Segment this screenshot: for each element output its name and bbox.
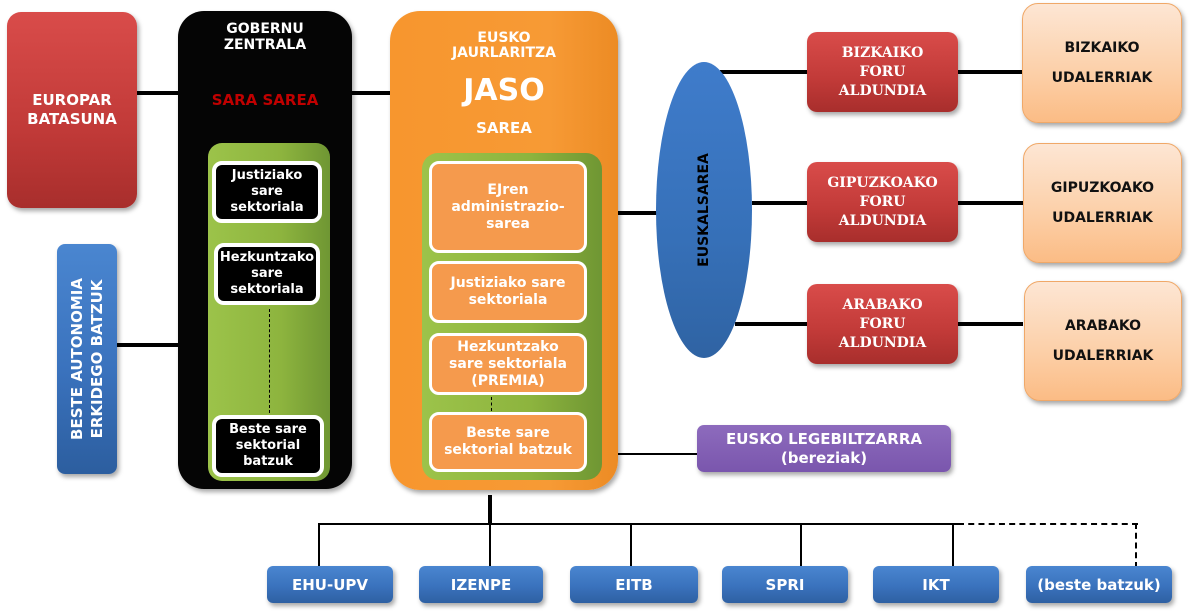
sector-line: sektoriala [230, 282, 304, 297]
foru-line: ALDUNDIA [838, 212, 927, 229]
foru-line: FORU [859, 315, 906, 332]
entity-spri[interactable]: SPRI [722, 566, 848, 603]
jaurlaritza-sector-justizia[interactable]: Justiziako sare sektoriala [429, 261, 587, 323]
udalerriak-line: UDALERRIAK [1052, 348, 1154, 364]
connector-euskalsarea-gipuzkoa [752, 201, 808, 205]
gobernu-sector-justizia[interactable]: Justiziako sare sektoriala [212, 161, 322, 223]
europar-batasuna-box[interactable]: EUROPAR BATASUNA [7, 12, 137, 208]
sector-line: sare [251, 266, 283, 281]
jaurlaritza-sector-hezkuntza[interactable]: Hezkuntzako sare sektoriala (PREMIA) [429, 333, 587, 395]
gobernu-sector-hezkuntza[interactable]: Hezkuntzako sare sektoriala [214, 243, 320, 305]
foru-line: FORU [859, 63, 906, 80]
foru-line: GIPUZKOAKO [827, 174, 938, 191]
connector-bottom-bus [318, 523, 958, 525]
entity-izenpe[interactable]: IZENPE [419, 566, 543, 603]
sector-line: sarea [486, 215, 530, 232]
connector-euskalsarea-araba [735, 322, 808, 326]
sector-line: sektorial batzuk [444, 442, 572, 458]
arabako-foru-aldundia-box[interactable]: ARABAKO FORU ALDUNDIA [807, 284, 958, 364]
connector-bottom-bus-dashed [958, 523, 1138, 525]
europar-label-line2: BATASUNA [27, 110, 117, 128]
sector-line: sare sektoriala [449, 355, 567, 372]
connector-bizkaia-udalerriak [957, 70, 1023, 74]
udalerriak-line: ARABAKO [1064, 318, 1142, 334]
gobernu-sector-dashed-connector [269, 309, 270, 413]
connector-jaurlaritza-euskalsarea [617, 211, 657, 215]
connector-drop-izenpe [489, 523, 491, 568]
entity-beste-batzuk[interactable]: (beste batzuk) [1026, 566, 1172, 603]
jaurlaritza-title-line2: JAURLARITZA [451, 45, 557, 61]
gobernu-sector-beste[interactable]: Beste sare sektorial batzuk [212, 415, 324, 477]
euskalsarea-ellipse[interactable]: EUSKALSAREA [656, 62, 752, 358]
sector-line: Hezkuntzako [457, 338, 559, 355]
entity-eitb[interactable]: EITB [570, 566, 698, 603]
beste-autonomia-line1: BESTE AUTONOMIA [68, 278, 87, 440]
sector-line: sektoriala [230, 200, 304, 215]
legebiltzarra-line2: (bereziak) [780, 448, 868, 467]
sector-line: administrazio- [451, 198, 565, 215]
eusko-jaurlaritza-box[interactable]: EUSKO JAURLARITZA JASO SAREA EJren admin… [390, 11, 618, 490]
udalerriak-line: UDALERRIAK [1052, 210, 1153, 226]
foru-line: BIZKAIKO [841, 44, 924, 61]
sector-line: Hezkuntzako [219, 250, 315, 265]
gobernu-zentrala-box[interactable]: GOBERNU ZENTRALA SARA SAREA Justiziako s… [178, 11, 352, 489]
sector-line: Justiziako [231, 168, 303, 183]
jaurlaritza-sector-dashed-connector [491, 397, 492, 411]
jaurlaritza-title-line1: EUSKO [477, 30, 531, 46]
sector-line: Justiziako sare [450, 275, 566, 291]
sector-line: Beste sare [466, 425, 550, 441]
gobernu-title-line2: ZENTRALA [223, 37, 307, 53]
connector-europar-gobernu [136, 91, 180, 95]
connector-beste-gobernu [117, 343, 180, 347]
sector-line: sektoriala [468, 292, 548, 308]
gipuzkoako-foru-aldundia-box[interactable]: GIPUZKOAKO FORU ALDUNDIA [807, 162, 958, 242]
connector-jaurlaritza-legebiltzarra [617, 453, 697, 455]
sector-line: (PREMIA) [471, 372, 545, 389]
europar-label-line1: EUROPAR [32, 91, 112, 109]
connector-araba-udalerriak [957, 322, 1023, 326]
sector-line: batzuk [243, 454, 293, 469]
connector-drop-spri [800, 523, 802, 568]
foru-line: FORU [859, 193, 906, 210]
sara-sarea-label: SARA SAREA [211, 91, 319, 109]
gobernu-title-line1: GOBERNU [226, 21, 304, 37]
jaurlaritza-sector-ej-admin[interactable]: EJren administrazio- sarea [429, 161, 587, 253]
jaso-label: JASO [463, 73, 545, 108]
udalerriak-line: GIPUZKOAKO [1050, 180, 1155, 196]
sector-line: sare [251, 184, 283, 199]
connector-drop-ikt [952, 523, 954, 568]
gipuzkoako-udalerriak-box[interactable]: GIPUZKOAKO UDALERRIAK [1023, 143, 1182, 263]
euskalsarea-label: EUSKALSAREA [696, 153, 712, 267]
connector-drop-eitb [630, 523, 632, 568]
connector-gobernu-jaurlaritza [350, 91, 392, 95]
entity-ikt[interactable]: IKT [873, 566, 999, 603]
udalerriak-line: BIZKAIKO [1064, 40, 1140, 56]
beste-autonomia-box[interactable]: BESTE AUTONOMIA ERKIDEGO BATZUK [57, 244, 117, 474]
connector-gipuzkoa-udalerriak [957, 201, 1023, 205]
entity-ehu-upv[interactable]: EHU-UPV [267, 566, 393, 603]
foru-line: ALDUNDIA [838, 82, 927, 99]
bizkaiko-foru-aldundia-box[interactable]: BIZKAIKO FORU ALDUNDIA [807, 32, 958, 112]
gobernu-sectors-panel: Justiziako sare sektoriala Hezkuntzako s… [208, 143, 330, 481]
foru-line: ARABAKO [842, 296, 923, 313]
foru-line: ALDUNDIA [838, 334, 927, 351]
beste-autonomia-line2: ERKIDEGO BATZUK [88, 279, 107, 439]
connector-jaurlaritza-trunk [488, 495, 492, 525]
jaso-sarea-label: SAREA [476, 119, 532, 137]
jaurlaritza-sectors-panel: EJren administrazio- sarea Justiziako sa… [422, 153, 602, 480]
sector-line: sektorial [235, 438, 301, 453]
connector-drop-beste-dashed [1135, 523, 1137, 568]
legebiltzarra-line1: EUSKO LEGEBILTZARRA [725, 429, 923, 448]
bizkaiko-udalerriak-box[interactable]: BIZKAIKO UDALERRIAK [1022, 3, 1182, 123]
eusko-legebiltzarra-box[interactable]: EUSKO LEGEBILTZARRA (bereziak) [697, 425, 951, 472]
connector-drop-ehu [318, 523, 320, 568]
udalerriak-line: UDALERRIAK [1051, 70, 1153, 86]
arabako-udalerriak-box[interactable]: ARABAKO UDALERRIAK [1024, 281, 1182, 401]
connector-euskalsarea-bizkaia [720, 70, 808, 74]
jaurlaritza-sector-beste[interactable]: Beste sare sektorial batzuk [429, 412, 587, 472]
sector-line: Beste sare [229, 422, 307, 437]
sector-line: EJren [487, 181, 529, 198]
